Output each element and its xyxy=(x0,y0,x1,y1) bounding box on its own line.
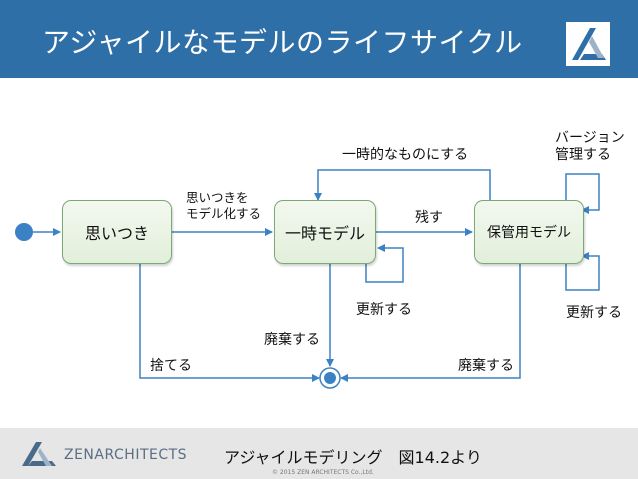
page-title: アジャイルなモデルのライフサイクル xyxy=(42,26,523,59)
label-temp-discard: 廃棄する xyxy=(264,332,320,348)
edge-idea-discard xyxy=(139,264,320,382)
label-temp-to-kept: 残す xyxy=(415,210,443,226)
node-idea: 思いつき xyxy=(62,200,172,264)
node-kept-model: 保管用モデル xyxy=(474,200,584,264)
label-kept-to-temp: 一時的なものにする xyxy=(342,147,469,163)
title-bar: アジャイルなモデルのライフサイクル xyxy=(0,0,638,78)
label-temp-self: 更新する xyxy=(356,302,412,318)
figure-caption: アジャイルモデリング 図14.2より xyxy=(224,448,482,467)
copyright: © 2015 ZEN ARCHITECTS Co.,Ltd. xyxy=(272,469,374,476)
label-kept-self-update: 更新する xyxy=(566,305,622,321)
edge-kept-discard xyxy=(340,264,521,382)
node-idea-label: 思いつき xyxy=(84,224,149,243)
footer xyxy=(0,428,638,479)
label-kept-discard: 廃棄する xyxy=(458,358,514,374)
edge-kept-version-loop xyxy=(565,173,600,214)
initial-state xyxy=(15,223,33,241)
node-kept-label: 保管用モデル xyxy=(487,225,571,241)
label-idea-to-temp: 思いつきを モデル化する xyxy=(186,190,262,221)
label-idea-discard: 捨てる xyxy=(150,358,192,374)
edge-kept-to-temp xyxy=(314,169,491,201)
company-name: ZENARCHITECTS xyxy=(64,447,188,463)
zen-logo-icon xyxy=(566,22,610,66)
node-temp-model: 一時モデル xyxy=(274,200,376,264)
edge-kept-update-loop xyxy=(565,252,600,291)
final-state-inner xyxy=(324,372,336,384)
label-kept-self-version: バージョン 管理する xyxy=(555,130,625,163)
edge-temp-self-loop xyxy=(365,244,404,283)
zenarchitects-logo-icon xyxy=(22,442,56,466)
node-temp-label: 一時モデル xyxy=(284,224,365,243)
